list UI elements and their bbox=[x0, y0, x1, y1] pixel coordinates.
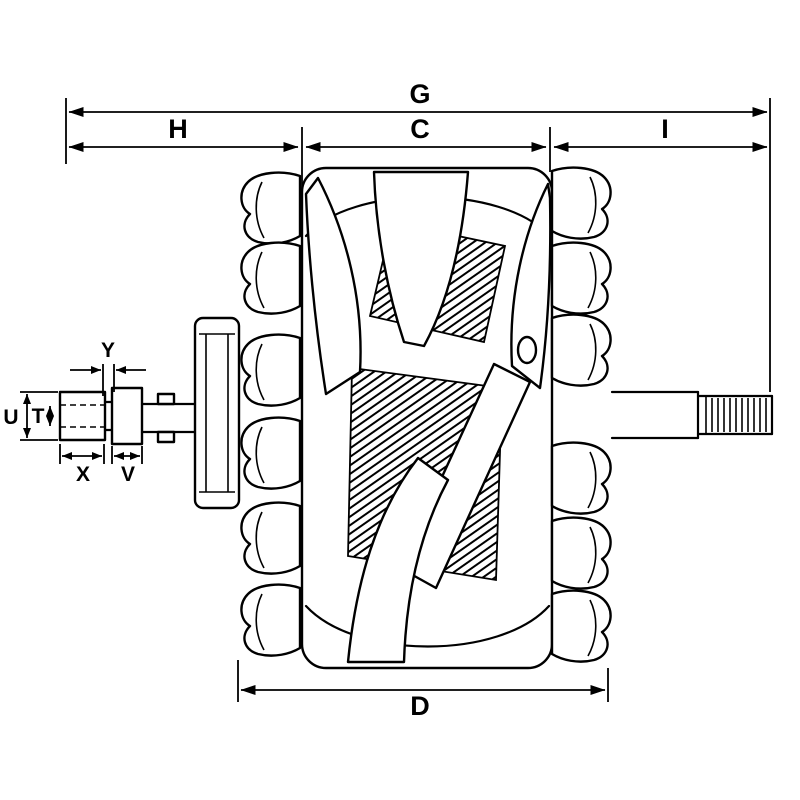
key-tab-bottom bbox=[156, 430, 176, 444]
dim-label-D: D bbox=[410, 691, 430, 721]
key-tab-top bbox=[156, 392, 176, 406]
dimension-Y: Y bbox=[70, 339, 146, 396]
stud-body bbox=[58, 390, 107, 442]
spacer-disc bbox=[193, 316, 241, 510]
dimension-U: U bbox=[3, 391, 58, 441]
claw-top-right bbox=[510, 182, 552, 390]
dimension-C: C bbox=[305, 114, 551, 172]
dim-label-T: T bbox=[32, 405, 45, 428]
shaft-end-detail bbox=[58, 386, 197, 446]
claw-bottom bbox=[346, 456, 450, 664]
dimension-G: G bbox=[65, 79, 771, 392]
dimension-T: T bbox=[32, 405, 54, 428]
dimension-X: X bbox=[59, 444, 105, 486]
rotor-bottom-curve bbox=[304, 604, 551, 648]
dim-label-G: G bbox=[409, 79, 430, 109]
thread-crests bbox=[705, 396, 767, 434]
dim-label-I: I bbox=[661, 114, 669, 144]
collar bbox=[110, 386, 144, 446]
claw-top-center bbox=[372, 170, 470, 348]
dim-label-Y: Y bbox=[101, 339, 115, 362]
spacer-outline bbox=[193, 316, 241, 510]
dimension-V: V bbox=[111, 446, 143, 486]
left-claw-stack bbox=[240, 171, 302, 657]
dimension-D: D bbox=[237, 660, 609, 721]
dim-label-U: U bbox=[3, 406, 18, 429]
rotor-body bbox=[300, 166, 554, 670]
dim-label-V: V bbox=[121, 463, 135, 486]
dimension-H: H bbox=[68, 114, 303, 340]
shaft-right bbox=[610, 390, 774, 440]
balance-hole bbox=[516, 335, 538, 365]
right-claw-stack bbox=[550, 166, 612, 663]
dim-label-C: C bbox=[410, 114, 430, 144]
dimension-I: I bbox=[553, 114, 768, 152]
dim-label-X: X bbox=[76, 463, 90, 486]
claw-top-left bbox=[304, 176, 362, 396]
dim-label-H: H bbox=[168, 114, 188, 144]
